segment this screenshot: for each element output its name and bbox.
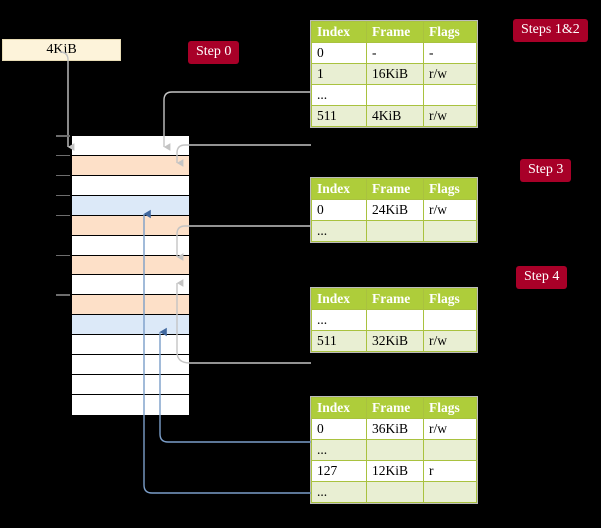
cell-frame: 36KiB	[366, 418, 424, 440]
memory-frame-row	[72, 275, 189, 296]
memory-frame-row	[72, 335, 189, 356]
column-header-frame: Frame	[366, 178, 424, 200]
frame-boundary-tick	[56, 194, 70, 197]
memory-frame-row	[72, 355, 189, 376]
memory-frame-row	[72, 295, 189, 316]
cell-frame	[366, 220, 424, 242]
source-frame-box: 4KiB	[2, 39, 121, 61]
cell-index: 511	[311, 105, 367, 127]
table-row: ...	[311, 309, 477, 331]
badge-step-4: Step 4	[516, 266, 568, 289]
frame-boundary-tick	[56, 135, 70, 137]
column-header-flags: Flags	[423, 178, 477, 200]
cell-flags	[423, 220, 477, 242]
column-header-index: Index	[311, 397, 367, 419]
table-row: ...	[311, 220, 477, 242]
source-frame-label: 4KiB	[46, 42, 77, 57]
cell-flags: r/w	[423, 330, 477, 352]
column-header-frame: Frame	[366, 397, 424, 419]
memory-frame-row	[72, 315, 189, 336]
cell-frame: 16KiB	[366, 63, 424, 85]
memory-frame-row	[72, 235, 189, 256]
wire-steps12-b	[176, 144, 311, 167]
badge-step-0: Step 0	[188, 41, 240, 64]
cell-index: 1	[311, 63, 367, 85]
memory-frame-row	[72, 155, 189, 176]
cell-frame	[366, 84, 424, 106]
wire-step0	[59, 51, 75, 151]
cell-flags: r/w	[423, 63, 477, 85]
cell-flags: r/w	[423, 418, 477, 440]
table-row: ...	[311, 439, 477, 461]
cell-index: 0	[311, 199, 367, 221]
cell-index: 0	[311, 42, 367, 64]
cell-index: 511	[311, 330, 367, 352]
cell-index: ...	[311, 309, 367, 331]
memory-frame-row	[72, 136, 189, 156]
memory-frame-row	[72, 395, 189, 415]
frame-boundary-tick	[56, 214, 70, 217]
cell-flags	[423, 309, 477, 331]
column-header-flags: Flags	[423, 21, 477, 43]
cell-flags: r/w	[423, 105, 477, 127]
column-header-index: Index	[311, 21, 367, 43]
cell-frame	[366, 481, 424, 503]
cell-index: ...	[311, 481, 367, 503]
table-row: ...	[311, 481, 477, 503]
cell-index: 127	[311, 460, 367, 482]
cell-index: ...	[311, 84, 367, 106]
cell-frame: -	[366, 42, 424, 64]
cell-frame: 12KiB	[366, 460, 424, 482]
badge-steps-1-2: Steps 1&2	[513, 19, 588, 42]
cell-frame: 32KiB	[366, 330, 424, 352]
cell-flags	[423, 481, 477, 503]
column-header-flags: Flags	[423, 397, 477, 419]
memory-frame-row	[72, 375, 189, 396]
wire-step4	[176, 279, 311, 364]
cell-frame	[366, 439, 424, 461]
physical-memory-column	[71, 135, 190, 415]
table-row: ...	[311, 84, 477, 106]
cell-index: 0	[311, 418, 367, 440]
column-header-frame: Frame	[366, 21, 424, 43]
wire-step3	[176, 225, 311, 261]
frame-boundary-tick	[56, 294, 70, 296]
memory-frame-row	[72, 255, 189, 276]
column-header-flags: Flags	[423, 288, 477, 310]
cell-frame	[366, 309, 424, 331]
frame-boundary-tick	[56, 174, 70, 177]
memory-frame-row	[72, 175, 189, 196]
badge-step-3: Step 3	[520, 159, 572, 182]
cell-flags	[423, 439, 477, 461]
cell-frame: 4KiB	[366, 105, 424, 127]
memory-frame-row	[72, 215, 189, 236]
memory-frame-row	[72, 195, 189, 216]
frame-boundary-tick	[56, 154, 70, 157]
column-header-frame: Frame	[366, 288, 424, 310]
table-row: 0--	[311, 42, 477, 64]
cell-flags: r/w	[423, 199, 477, 221]
column-header-index: Index	[311, 178, 367, 200]
cell-index: ...	[311, 220, 367, 242]
cell-flags	[423, 84, 477, 106]
column-header-index: Index	[311, 288, 367, 310]
cell-flags: -	[423, 42, 477, 64]
frame-boundary-tick	[56, 254, 70, 257]
cell-index: ...	[311, 439, 367, 461]
cell-flags: r	[423, 460, 477, 482]
cell-frame: 24KiB	[366, 199, 424, 221]
